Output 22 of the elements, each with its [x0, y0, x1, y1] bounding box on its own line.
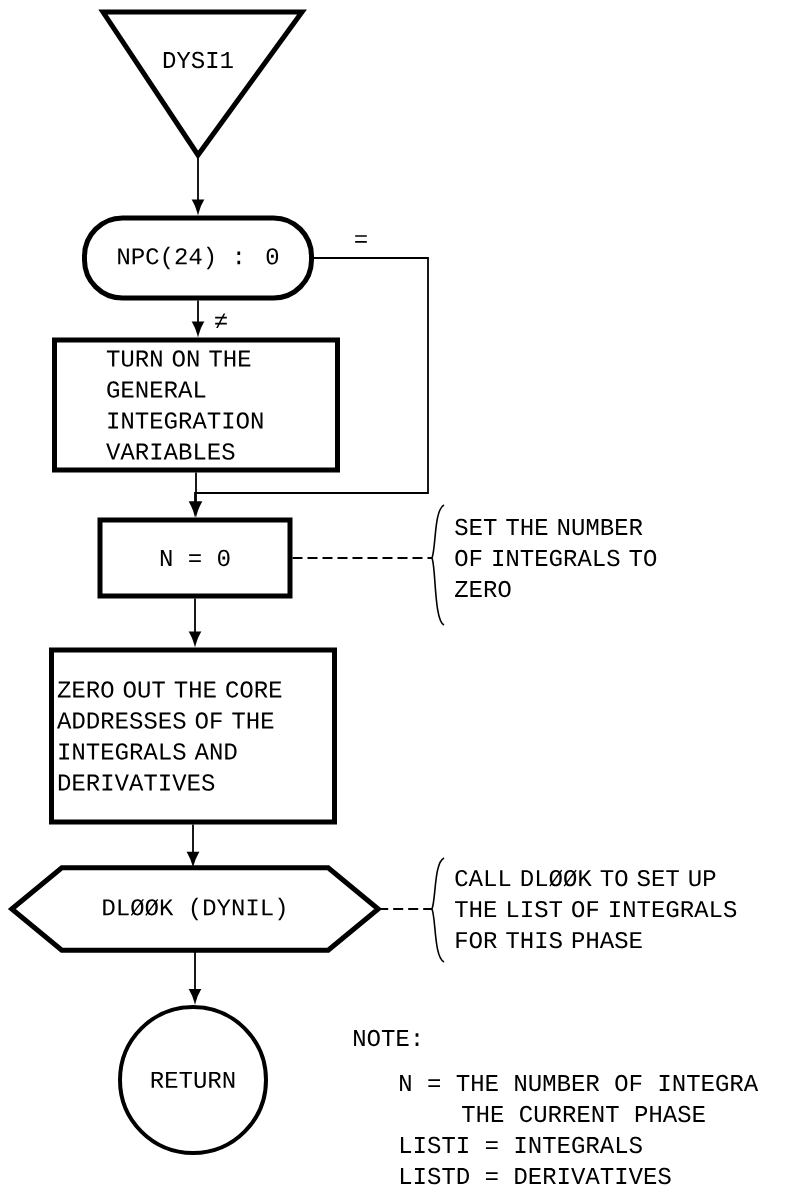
decision-terminal: NPC(24) : 0 — [82, 215, 314, 301]
arrow — [190, 471, 202, 515]
note-text: THE CURRENT PHASE — [462, 1105, 705, 1123]
arrow — [192, 299, 204, 335]
process-box: ZERO OUT THE CORE ADDRESSES OF THE INTEGRALS AND DERIVATIVES — [49, 647, 337, 825]
arrow — [192, 154, 204, 213]
note-text: LISTI = INTEGRALS — [400, 1136, 642, 1154]
arrow — [189, 257, 429, 515]
comment-text: CALL DLØØK TO SET UP THE LIST OF INTEGRALS FOR THIS PHASE — [431, 857, 737, 963]
process-box: TURN ON THE GENERAL INTEGRATION VARIABLES — [52, 337, 340, 473]
arrow — [189, 597, 201, 645]
note-text: N = THE NUMBER OF INTEGRA — [400, 1074, 759, 1092]
note-heading: NOTE: — [354, 1029, 419, 1047]
note-text: LISTD = DERIVATIVES — [400, 1167, 671, 1185]
arrow — [189, 949, 201, 1003]
arrow — [187, 823, 199, 866]
edge-label: = — [352, 234, 370, 248]
process-box: N = 0 — [97, 517, 293, 599]
comment-text: SET THE NUMBER OF INTEGRALS TO ZERO — [431, 504, 657, 626]
connector-line — [377, 908, 433, 910]
connector-line — [291, 557, 433, 559]
edge-label: ≠ — [212, 312, 230, 330]
